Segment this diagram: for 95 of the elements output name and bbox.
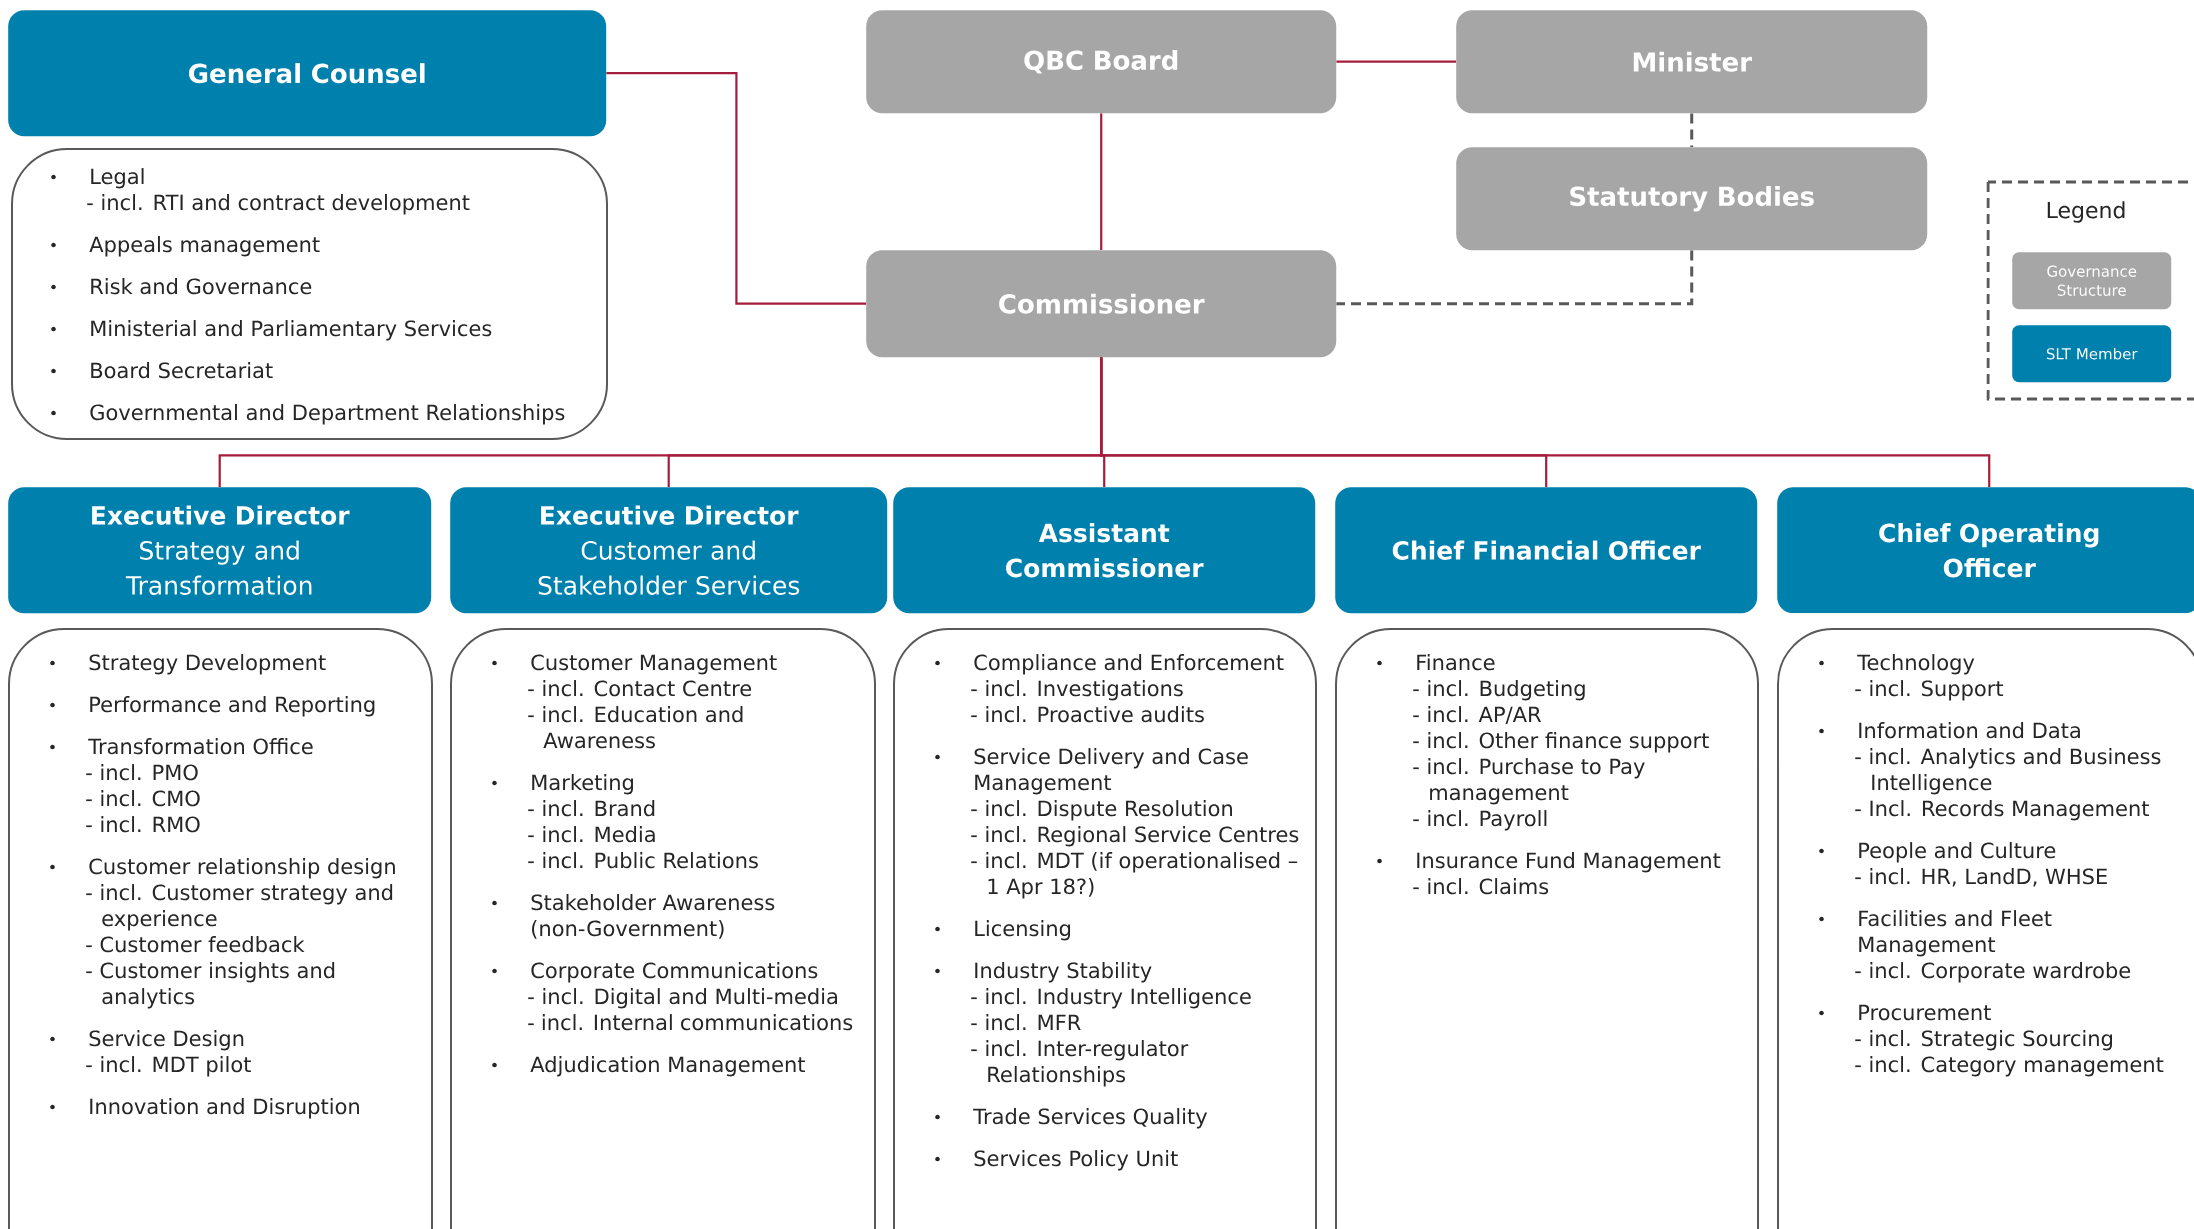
- list-item: Corporate Communications: [492, 962, 818, 983]
- list-item: Strategy Development: [50, 654, 326, 675]
- list-item: - incl. Proactive audits: [971, 706, 1204, 723]
- list-item: Risk and Governance: [51, 278, 312, 295]
- list-item: - incl. PMO: [86, 764, 198, 781]
- list-item: - incl. Inter-regulator Relationships: [971, 1040, 1189, 1087]
- list-item: - incl. Digital and Multi-media: [528, 988, 837, 1009]
- list-item: - incl. Media: [528, 826, 655, 843]
- list-item: Licensing: [935, 920, 1071, 941]
- role-box: Chief Operating Officer: [1777, 487, 2194, 614]
- list-item: - incl. Investigations: [971, 680, 1183, 701]
- responsibilities-box: [11, 148, 608, 440]
- list-item: - incl. CMO: [86, 790, 200, 807]
- list-item: - incl. Category management: [1855, 1056, 2164, 1077]
- role-title: Executive Director: [541, 505, 799, 525]
- list-item: - incl. MFR: [971, 1014, 1081, 1031]
- connector-line: [1100, 357, 1991, 487]
- list-item: - incl. MDT pilot: [86, 1056, 251, 1077]
- role-box: [450, 487, 888, 614]
- list-item: - incl. Public Relations: [528, 852, 758, 869]
- list-item: Legal: [51, 168, 144, 189]
- list-item: Procurement: [1819, 1004, 1991, 1021]
- list-item: - incl. Internal communications: [528, 1014, 853, 1031]
- list-item: Stakeholder Awareness (non-Government): [492, 894, 775, 939]
- list-item: Technology: [1819, 654, 1975, 675]
- legend-label: Governance Structure: [2047, 265, 2137, 296]
- governance-box: Minister: [1456, 10, 1928, 114]
- list-item: Appeals management: [51, 236, 320, 257]
- list-item: - incl. HR, LandD, WHSE: [1855, 868, 2107, 887]
- list-item: - incl. Analytics and Business Intelligence: [1855, 748, 2161, 795]
- governance-box: Commissioner: [866, 250, 1337, 358]
- role-box: General Counsel: [8, 10, 607, 137]
- role-box: Assistant Commissioner: [893, 487, 1316, 614]
- list-item: - incl. Corporate wardrobe: [1855, 962, 2131, 983]
- list-item: Customer Management: [492, 654, 777, 675]
- role-title: Executive Director: [92, 505, 350, 525]
- responsibilities-box: [1777, 628, 2194, 1229]
- list-item: - Customer insights and analytics: [86, 962, 335, 1009]
- list-item: Service Delivery and Case Management: [935, 748, 1248, 795]
- list-item: - incl. Regional Service Centres: [971, 826, 1299, 847]
- role-subtitle: Customer and Stakeholder Services: [538, 540, 800, 595]
- responsibilities-box: [450, 628, 876, 1229]
- role-box: Chief Financial Officer: [1335, 487, 1758, 614]
- list-item: - incl. Claims: [1413, 878, 1549, 895]
- list-item: - incl. Payroll: [1413, 810, 1547, 831]
- list-item: - incl. Brand: [528, 800, 655, 817]
- connector-line: [1336, 250, 1694, 306]
- list-item: - incl. Customer strategy and experience: [86, 884, 393, 931]
- connector-line: [1690, 113, 1694, 147]
- list-item: - incl. RTI and contract development: [87, 194, 470, 215]
- legend-label: SLT Member: [2046, 347, 2138, 360]
- list-item: Industry Stability: [935, 962, 1152, 983]
- list-item: Ministerial and Parliamentary Services: [51, 320, 492, 341]
- list-item: - incl. Contact Centre: [528, 680, 752, 697]
- list-item: - Customer feedback: [86, 936, 305, 953]
- responsibilities-box: [8, 628, 433, 1229]
- list-item: People and Culture: [1819, 842, 2056, 863]
- list-item: Adjudication Management: [492, 1056, 806, 1077]
- list-item: Information and Data: [1819, 722, 2080, 739]
- governance-box: Statutory Bodies: [1456, 147, 1928, 251]
- list-item: - Incl. Records Management: [1855, 800, 2149, 821]
- list-item: - incl. Dispute Resolution: [971, 800, 1232, 821]
- list-item: Performance and Reporting: [50, 696, 375, 717]
- role-subtitle: Strategy and Transformation: [125, 540, 312, 595]
- role-box: [8, 487, 432, 614]
- list-item: Governmental and Department Relationships: [51, 404, 565, 425]
- list-item: - incl. Purchase to Pay management: [1413, 758, 1645, 805]
- list-item: - incl. Support: [1855, 680, 2004, 701]
- legend-title: Legend: [2047, 201, 2125, 223]
- list-item: Compliance and Enforcement: [935, 654, 1284, 675]
- responsibilities-box: [1335, 628, 1759, 1229]
- list-item: Innovation and Disruption: [50, 1098, 359, 1119]
- connector-line: [1336, 60, 1456, 63]
- list-item: Transformation Office: [50, 738, 313, 755]
- list-item: - incl. RMO: [86, 816, 200, 833]
- list-item: - incl. Budgeting: [1413, 680, 1585, 701]
- list-item: Insurance Fund Management: [1377, 852, 1721, 873]
- list-item: Trade Services Quality: [935, 1108, 1208, 1129]
- connector-line: [606, 72, 866, 305]
- list-item: Marketing: [492, 774, 633, 795]
- list-item: - incl. Industry Intelligence: [971, 988, 1251, 1009]
- list-item: - incl. Education and Awareness: [528, 706, 743, 749]
- list-item: - incl. MDT (if operationalised – 1 Apr 18?): [971, 852, 1298, 899]
- list-item: - incl. AP/AR: [1413, 706, 1542, 724]
- list-item: Customer relationship design: [50, 858, 395, 879]
- list-item: Service Design: [50, 1030, 244, 1051]
- connector-line: [1100, 113, 1103, 250]
- list-item: - incl. Strategic Sourcing: [1855, 1030, 2112, 1051]
- list-item: Finance: [1377, 654, 1495, 671]
- governance-box: QBC Board: [866, 10, 1337, 114]
- list-item: Services Policy Unit: [935, 1150, 1178, 1171]
- list-item: - incl. Other finance support: [1413, 732, 1709, 753]
- responsibilities-box: [893, 628, 1317, 1229]
- list-item: Facilities and Fleet Management: [1819, 910, 2052, 957]
- list-item: Board Secretariat: [51, 362, 273, 379]
